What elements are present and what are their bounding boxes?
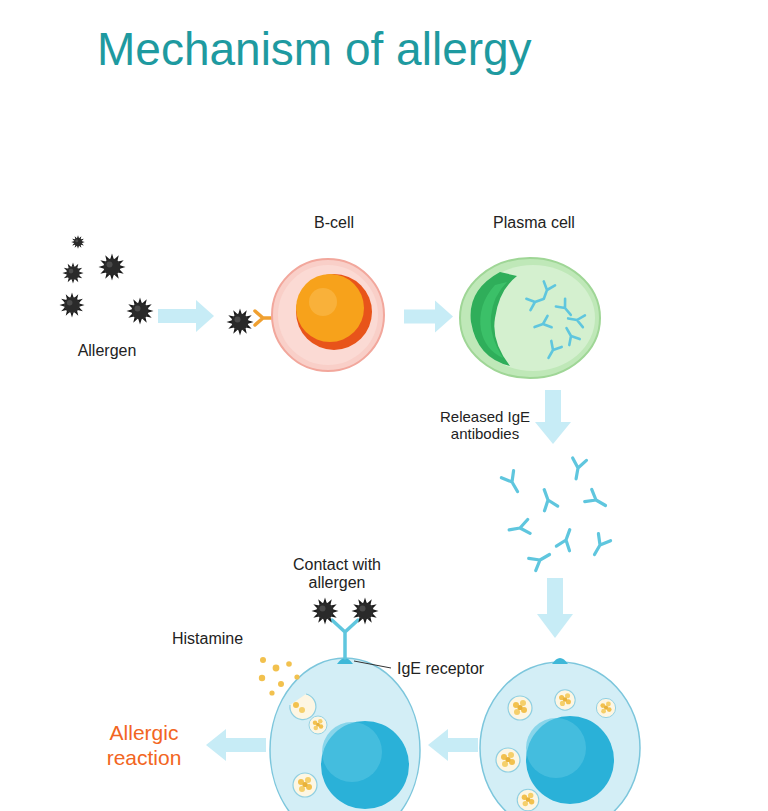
flow-arrow — [206, 729, 266, 761]
cell-name: Plasma cell — [455, 214, 613, 232]
allergen-particle — [127, 298, 154, 325]
b-cell-body — [268, 250, 392, 380]
flow-arrow — [428, 729, 478, 761]
allergen-particle — [62, 262, 83, 283]
flow-arrow — [537, 578, 573, 638]
allergen-particle — [352, 598, 379, 625]
allergen-particle — [71, 235, 85, 249]
plasma-cell: Plasma cell — [455, 214, 613, 386]
b-cell: B-cell — [268, 214, 400, 380]
mast-cell — [270, 658, 420, 811]
allergen-particle — [312, 598, 339, 625]
ige-antibody — [529, 548, 553, 570]
mast-cell — [480, 658, 640, 811]
label-text: Released IgE antibodies — [438, 408, 532, 442]
bound-ige — [332, 620, 358, 658]
ige-antibody — [588, 534, 610, 558]
ige-antibody — [556, 527, 576, 551]
label-text: Contact with allergen — [282, 556, 392, 592]
ige-antibody — [569, 458, 586, 480]
allergen-particle — [99, 254, 126, 281]
leader-line — [354, 661, 391, 668]
label-text: IgE receptor — [395, 660, 509, 678]
allergen-particle — [59, 292, 84, 317]
flow-arrow — [535, 390, 571, 444]
ige-antibody — [585, 489, 609, 511]
flow-arrow — [158, 300, 214, 332]
allergen-particle — [227, 309, 254, 336]
label-text: Histamine — [172, 630, 252, 648]
b-cell-receptor — [255, 311, 273, 325]
label-text: Allergic reaction — [92, 720, 196, 770]
ige-antibody — [538, 487, 558, 511]
diagram-title: Mechanism of allergy — [97, 22, 532, 76]
plasma-cell-body — [455, 250, 605, 386]
ige-antibody — [508, 520, 530, 537]
label-text: Allergen — [62, 342, 152, 360]
cell-name: B-cell — [268, 214, 400, 232]
histamine-granules — [259, 657, 300, 696]
flow-arrow — [404, 301, 453, 333]
ige-antibody — [501, 471, 523, 495]
